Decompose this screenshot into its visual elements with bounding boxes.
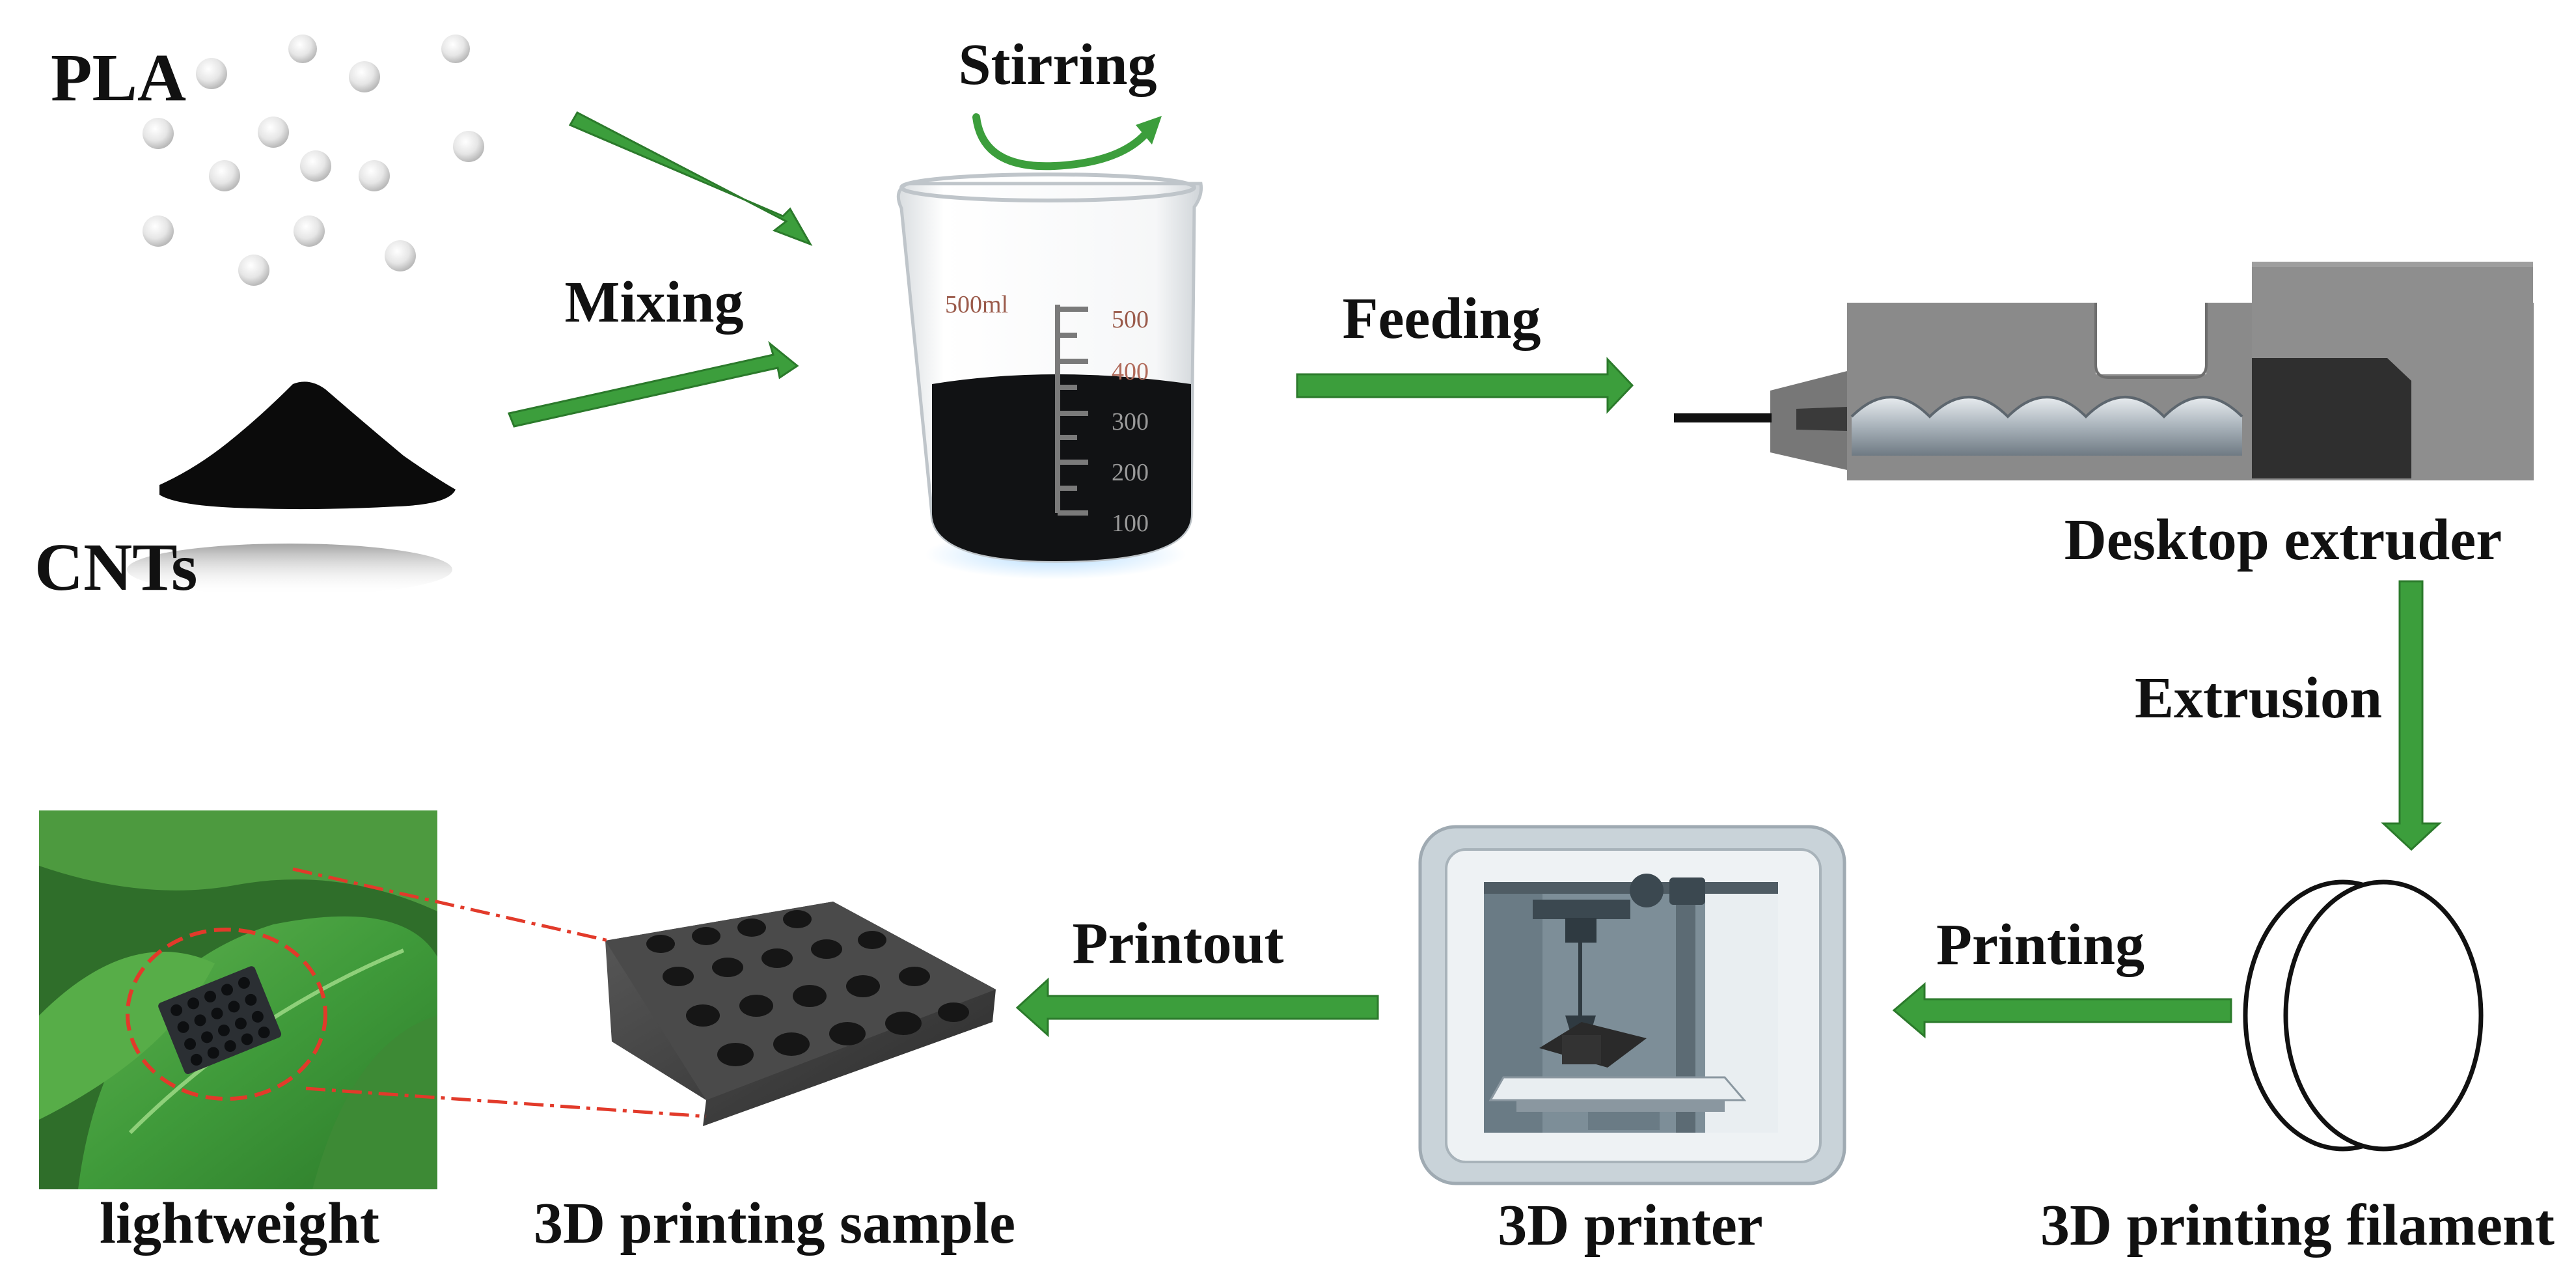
zoom-lines: [292, 867, 707, 1118]
label-printing: Printing: [1936, 913, 2145, 977]
arrow-printout: [1015, 977, 1379, 1038]
beaker-volume: 500ml: [945, 291, 1008, 318]
label-3d-printer: 3D printer: [1498, 1193, 1763, 1258]
label-lightweight: lightweight: [99, 1191, 380, 1256]
label-3d-printing-filament: 3D printing filament: [2040, 1193, 2555, 1258]
arrow-printing: [1892, 982, 2232, 1039]
stirring-arrow-icon: [972, 113, 1162, 171]
beaker-tick-100: 100: [1112, 510, 1149, 537]
3d-printer-icon: [1418, 825, 1846, 1185]
arrow-feeding: [1296, 357, 1634, 414]
lightweight-photo: [39, 810, 437, 1189]
label-cnts: CNTs: [34, 530, 198, 605]
filament-spool-icon: [2243, 879, 2484, 1152]
arrow-pla-to-beaker: [568, 111, 813, 246]
arrow-extrusion: [2381, 580, 2442, 851]
arrow-cnts-to-beaker: [507, 340, 799, 428]
beaker-tick-400: 400: [1112, 358, 1149, 385]
label-pla: PLA: [51, 40, 186, 115]
label-3d-printing-sample: 3D printing sample: [533, 1191, 1016, 1256]
label-extrusion: Extrusion: [2134, 666, 2383, 730]
desktop-extruder-icon: [1674, 262, 2534, 480]
cnts-powder-icon: [127, 381, 456, 596]
label-stirring: Stirring: [958, 33, 1157, 97]
beaker-icon: 500ml 500 400 300 200 100: [896, 173, 1203, 579]
label-mixing: Mixing: [564, 270, 744, 335]
beaker-tick-500: 500: [1112, 306, 1149, 333]
pla-pellets-icon: [143, 35, 484, 286]
label-feeding: Feeding: [1342, 286, 1541, 351]
3d-printing-sample-icon: [605, 902, 996, 1126]
beaker-tick-300: 300: [1112, 408, 1149, 435]
arrows: [507, 111, 2442, 1039]
label-desktop-extruder: Desktop extruder: [2064, 508, 2502, 572]
label-printout: Printout: [1072, 911, 1284, 976]
beaker-tick-200: 200: [1112, 459, 1149, 486]
